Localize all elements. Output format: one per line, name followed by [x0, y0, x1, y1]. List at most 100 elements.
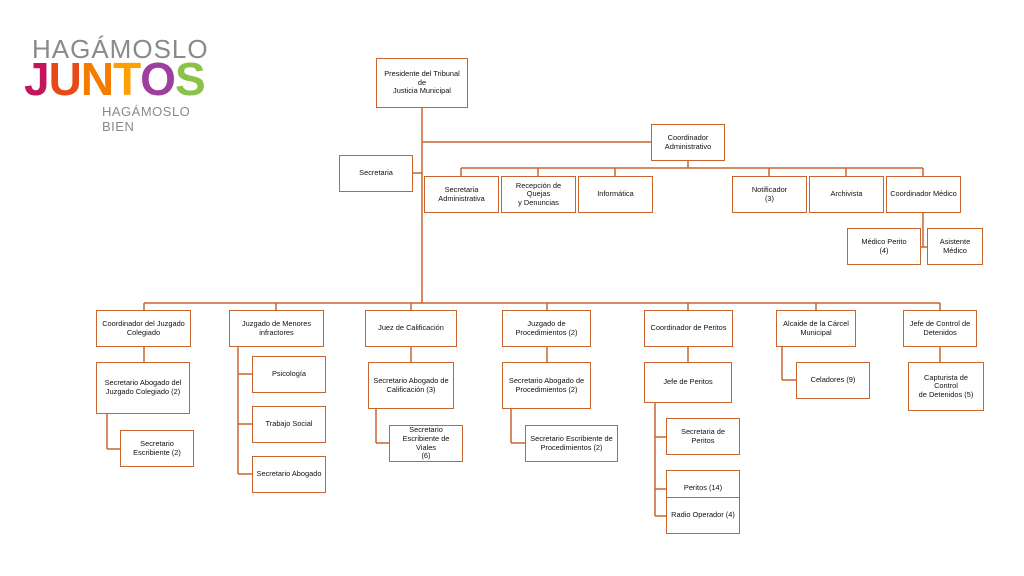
logo-top-text: HAGÁMOSLO [32, 34, 209, 64]
node-label-line: Notificador [751, 184, 788, 194]
node-label-line: Juzgado de Menores [241, 318, 312, 328]
node-label-line: Informática [597, 189, 634, 199]
node-label: Trabajo Social [266, 420, 313, 429]
node-label-line: Secretario Abogado [256, 469, 322, 479]
node-label-line: Administrativo [664, 141, 712, 151]
node-label-line: Municipal [800, 327, 832, 337]
node-psicologia: Psicología [252, 356, 326, 393]
node-label: Informática [597, 190, 634, 199]
node-label: Médico Perito(4) [861, 236, 907, 255]
node-label-line: Juzgado Colegiado (2) [105, 387, 181, 396]
node-label-line: Alcaide de la Cárcel [783, 318, 849, 328]
node-label-line: Juzgado de [527, 318, 566, 328]
logo-bottom-text: HAGÁMOSLO BIEN [102, 104, 191, 134]
logo-letter: S [174, 53, 206, 105]
logo: HAGÁMOSLO JUNTOS HAGÁMOSLO BIEN [22, 30, 222, 134]
node-label-line: (3) [764, 193, 775, 203]
logo-letter: N [80, 53, 114, 105]
node-label-line: Secretaria [444, 184, 479, 194]
node-label-line: Colegiado [126, 327, 161, 337]
node-label-line: Escribiente de Viales [402, 433, 450, 452]
node-label-line: (6) [421, 451, 431, 461]
node-juez-calificacion: Juez de Calificación [365, 310, 457, 347]
node-label: Psicología [272, 370, 306, 379]
node-label: Coordinador Médico [890, 190, 957, 199]
node-label-line: Presidente del Tribunal de [384, 69, 460, 87]
node-label-line: Secretario Abogado de [373, 375, 449, 385]
node-label-line: de Detenidos (5) [918, 389, 974, 399]
node-label-line: Calificación (3) [386, 384, 436, 394]
node-label-line: Procedimientos (2) [515, 384, 578, 394]
node-celadores: Celadores (9) [796, 362, 870, 399]
node-label-line: Médico Perito [861, 236, 907, 246]
node-label-line: Asistente [939, 236, 971, 246]
node-label-line: Secretario Abogado de [508, 375, 585, 385]
node-label: Secretaria [359, 169, 393, 178]
node-label-line: Peritos (14) [683, 483, 723, 493]
node-label-line: Secretario [409, 425, 443, 435]
node-jefe-peritos: Jefe de Peritos [644, 362, 732, 403]
node-trabajo-social: Trabajo Social [252, 406, 326, 443]
logo-letter: J [24, 53, 50, 105]
node-label: Celadores (9) [811, 376, 856, 385]
node-label-line: Jefe de Peritos [663, 377, 713, 387]
node-label-line: Justicia Municipal [393, 86, 451, 96]
node-coordinador-medico: Coordinador Médico [886, 176, 961, 213]
node-label-line: Secretario Abogado del [104, 378, 182, 388]
node-label-line: Radio Operador (4) [671, 510, 735, 520]
node-label: Secretaria de Peritos [670, 427, 736, 445]
node-label-line: (4) [879, 245, 889, 255]
node-coordinador-peritos: Coordinador de Peritos [644, 310, 733, 347]
node-label: Juez de Calificación [378, 324, 444, 333]
node-label-line: Médico [943, 245, 967, 255]
node-label-line: Coordinador de Peritos [650, 323, 727, 333]
node-secretario-abogado: Secretario Abogado [252, 456, 326, 493]
node-informatica: Informática [578, 176, 653, 213]
node-label: Peritos (14) [684, 484, 722, 493]
node-label-line: Archivista [830, 189, 863, 199]
node-secretaria: Secretaria [339, 155, 413, 192]
node-label-line: Secretario [140, 438, 174, 448]
node-label-line: Recepción de Quejas [515, 180, 562, 199]
node-label-line: Coordinador del Juzgado [102, 318, 185, 328]
node-label-line: infractores [259, 327, 294, 337]
logo-letter: O [140, 53, 176, 105]
node-label: Jefe de Peritos [663, 378, 712, 387]
node-label-line: Procedimientos (2) [540, 442, 603, 452]
node-archivista: Archivista [809, 176, 884, 213]
node-label-line: Trabajo Social [265, 419, 313, 429]
logo-wordmark: JUNTOS [24, 53, 206, 105]
node-label-line: Escribiente (2) [133, 447, 181, 457]
node-label-line: Psicología [271, 369, 307, 379]
node-label-line: Secretario Escribiente de [530, 433, 613, 443]
node-label: Coordinador de Peritos [650, 324, 726, 333]
logo-letter: U [48, 53, 82, 105]
node-label: Archivista [830, 190, 862, 199]
